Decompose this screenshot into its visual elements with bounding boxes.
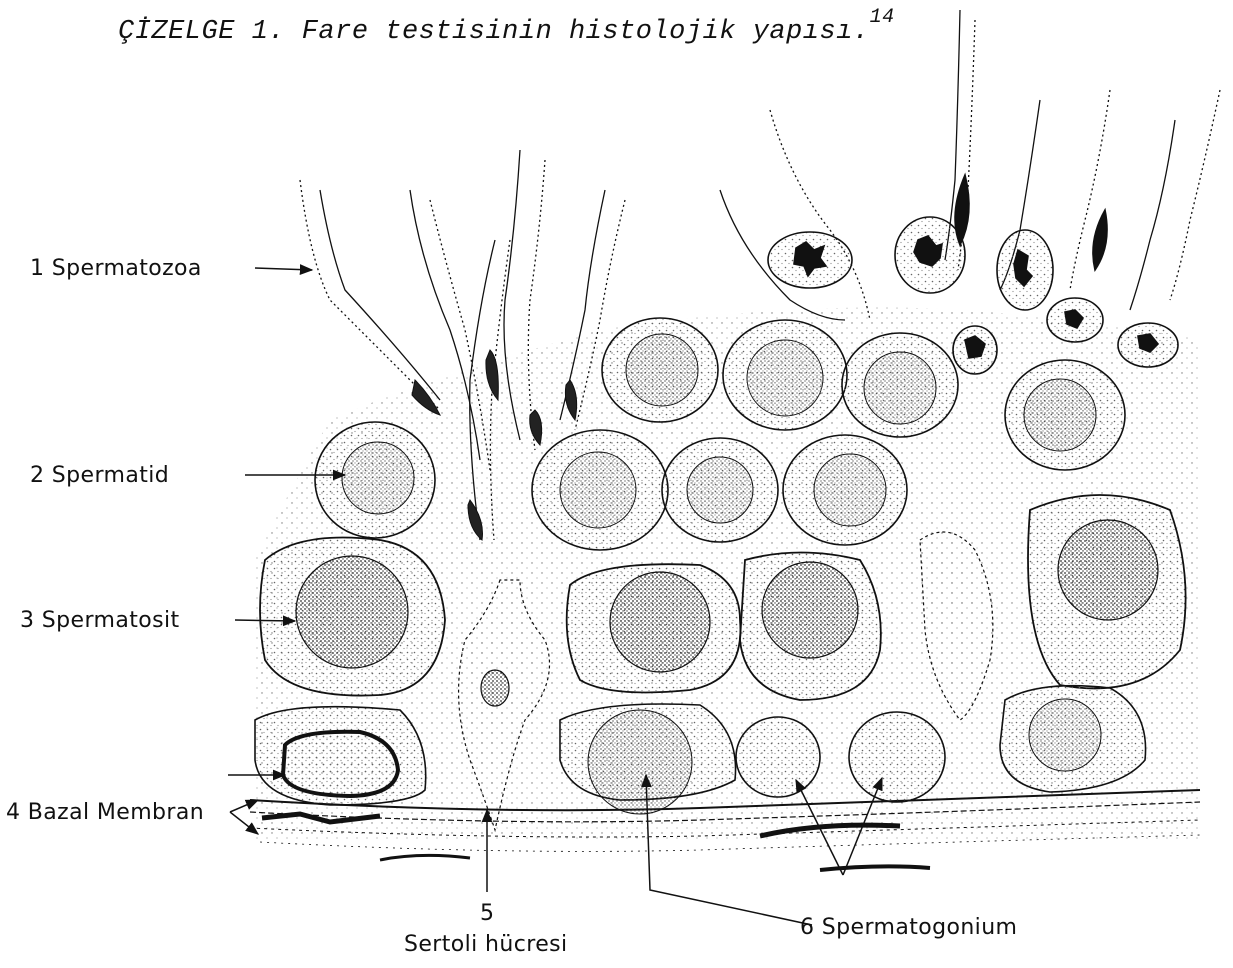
- label-spermatozoa: 1 Spermatozoa: [30, 256, 202, 281]
- label-spermatid: 2 Spermatid: [30, 463, 169, 488]
- label-sertoli-name: Sertoli hücresi: [404, 932, 568, 957]
- label-bazal-membran: 4 Bazal Membran: [6, 800, 204, 825]
- label-sertoli-number: 5: [480, 901, 494, 926]
- label-spermatogonium: 6 Spermatogonium: [800, 915, 1017, 940]
- label-spermatosit: 3 Spermatosit: [20, 608, 180, 633]
